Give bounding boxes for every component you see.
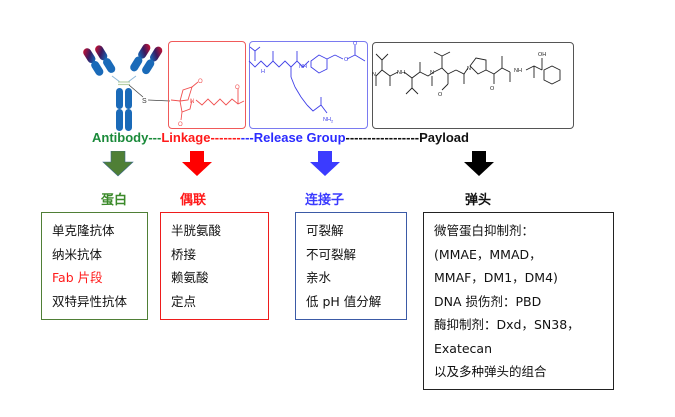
list-item: Exatecan — [434, 340, 493, 356]
list-item: 纳米抗体 — [52, 246, 103, 262]
component-label-row: Antibody---Linkage----------Release Grou… — [92, 130, 469, 145]
list-item: 单克隆抗体 — [52, 223, 115, 238]
list-item: 可裂解 — [306, 223, 344, 238]
arrow-down-icon — [182, 151, 212, 176]
list-item: 不可裂解 — [306, 246, 357, 262]
list-item: 微管蛋白抑制剂： — [434, 223, 535, 238]
oxygen-atom-label: O — [490, 86, 495, 92]
release-group-label: ---Release Group — [240, 130, 346, 145]
category-warhead: 弹头 — [465, 193, 492, 208]
oxygen-atom-label: O — [438, 92, 443, 98]
payload-label: Payload — [419, 130, 469, 145]
oxygen-atom-label: O — [353, 41, 358, 47]
oxygen-atom-label: O — [198, 79, 203, 85]
payload-structure-box — [372, 42, 574, 129]
category-protein: 蛋白 — [101, 193, 128, 208]
list-item: 赖氨酸 — [171, 270, 209, 285]
maleimide-linker-structure: O N O O — [170, 79, 245, 128]
nh-label: NH — [514, 68, 522, 74]
list-item: DNA 损伤剂：PBD — [434, 293, 542, 309]
list-item: 以及多种弹头的组合 — [434, 364, 547, 379]
nitrogen-atom-label: N — [190, 99, 194, 105]
arrow-down-icon — [464, 151, 494, 176]
nh-label: NH — [397, 70, 405, 76]
list-item: 酶抑制剂：Dxd，SN38， — [434, 317, 580, 332]
separator: ------- — [210, 130, 241, 145]
nitrogen-atom-label: N — [430, 70, 434, 76]
mmae-payload-structure: N NH N O N O NH OH — [372, 51, 561, 98]
category-conjugation: 偶联 — [180, 193, 207, 208]
antibody-label: Antibody — [92, 130, 149, 145]
conjugation-list-box: 半胱氨酸 桥接 赖氨酸 定点 — [160, 212, 269, 320]
nitrogen-atom-label: N — [467, 66, 471, 72]
linkage-label: Linkage — [161, 130, 211, 145]
category-linker: 连接子 — [305, 193, 345, 208]
separator: --- — [148, 130, 162, 145]
list-item: 亲水 — [306, 270, 332, 285]
list-item: 定点 — [171, 293, 197, 309]
arrow-down-icon — [310, 151, 340, 176]
oxygen-atom-label: O — [235, 85, 240, 91]
release-group-structure-box — [249, 41, 368, 129]
list-item-highlighted: Fab 片段 — [52, 270, 103, 285]
list-item: 低 pH 值分解 — [306, 293, 382, 309]
oxygen-atom-label: O — [344, 57, 349, 63]
val-cit-pab-structure: H NH NH2 O O — [248, 41, 366, 124]
protein-list-box: 单克隆抗体 纳米抗体 Fab 片段 双特异性抗体 — [41, 212, 148, 320]
linkage-structure-box — [168, 41, 246, 129]
oh-label: OH — [538, 52, 546, 58]
list-item: 双特异性抗体 — [52, 293, 128, 309]
list-item: (MMAE，MMAD， — [434, 246, 542, 262]
list-item: 半胱氨酸 — [171, 223, 222, 238]
separator: ----------------- — [345, 130, 420, 145]
list-item: MMAF，DM1，DM4) — [434, 270, 558, 285]
warhead-list-box: 微管蛋白抑制剂： (MMAE，MMAD， MMAF，DM1，DM4) DNA 损… — [423, 212, 614, 390]
arrow-down-icon — [102, 151, 134, 177]
list-item: 桥接 — [171, 246, 197, 262]
antibody-icon: S — [83, 43, 171, 131]
sulfur-atom-label: S — [142, 98, 147, 105]
nh-label: H — [261, 69, 265, 75]
nh2-label: NH2 — [323, 117, 334, 124]
nh-label: NH — [299, 64, 307, 70]
nitrogen-atom-label: N — [372, 72, 376, 78]
oxygen-atom-label: O — [178, 122, 183, 128]
linker-list-box: 可裂解 不可裂解 亲水 低 pH 值分解 — [295, 212, 407, 320]
